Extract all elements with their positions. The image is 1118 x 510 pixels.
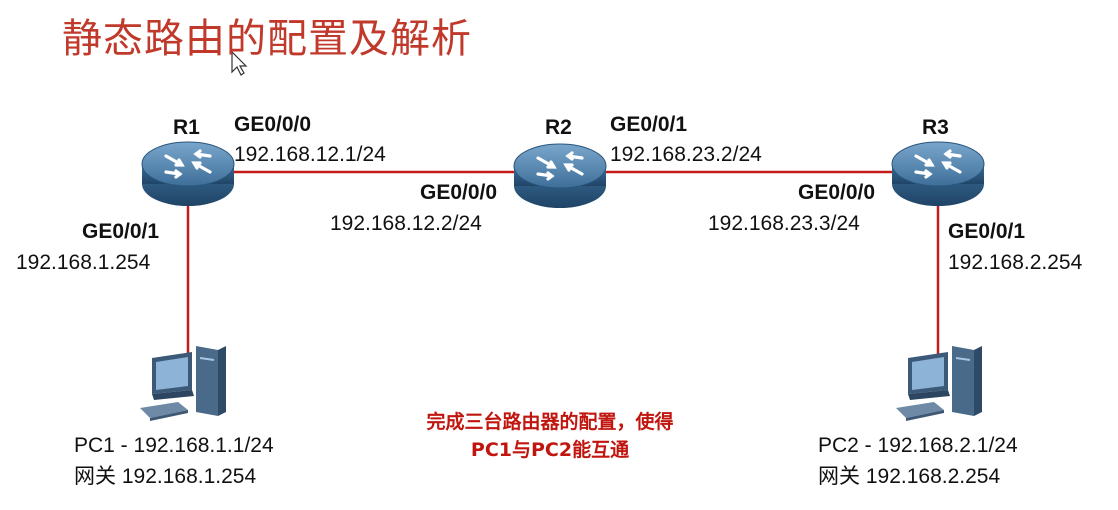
router-r3-name: R3	[922, 116, 949, 139]
router-r1-name: R1	[173, 116, 200, 139]
pc-icon	[895, 345, 983, 422]
task-note: 完成三台路由器的配置，使得 PC1与PC2能互通	[360, 408, 740, 464]
task-note-line2: PC1与PC2能互通	[470, 439, 630, 461]
r2-g000-ip: 192.168.12.2/24	[330, 212, 482, 235]
pc1-ip: PC1 - 192.168.1.1/24	[74, 434, 274, 457]
r2-g001-ip: 192.168.23.2/24	[610, 143, 762, 166]
pc1-gateway: 192.168.1.254	[121, 465, 257, 488]
r1-g000-port: GE0/0/0	[234, 113, 312, 136]
mouse-cursor-icon	[231, 50, 248, 76]
pc1-gateway-label: 网关	[74, 464, 116, 488]
pc2-gateway-row: 网关 192.168.2.254	[818, 461, 1018, 492]
pc2-label: PC2 - 192.168.2.1/24 网关 192.168.2.254	[818, 431, 1018, 492]
r1-g001-port: GE0/0/1	[82, 220, 160, 243]
pc1-label: PC1 - 192.168.1.1/24 网关 192.168.1.254	[74, 431, 274, 492]
pc2-ip: PC2 - 192.168.2.1/24	[818, 434, 1018, 457]
pc2-gateway: 192.168.2.254	[865, 465, 1001, 488]
router-icon	[512, 142, 608, 210]
r3-g000-ip: 192.168.23.3/24	[708, 212, 860, 235]
page-title: 静态路由的配置及解析	[62, 16, 472, 62]
pc1-gateway-row: 网关 192.168.1.254	[74, 461, 274, 492]
router-icon	[140, 140, 236, 208]
task-note-line1: 完成三台路由器的配置，使得	[426, 411, 674, 433]
router-icon	[890, 140, 986, 208]
r3-g001-ip: 192.168.2.254	[948, 251, 1083, 274]
r1-g001-ip: 192.168.1.254	[16, 251, 151, 274]
r2-g001-port: GE0/0/1	[610, 113, 688, 136]
r1-g000-ip: 192.168.12.1/24	[234, 143, 386, 166]
r2-g000-port: GE0/0/0	[420, 181, 498, 204]
pc2-gateway-label: 网关	[818, 464, 860, 488]
r3-g000-port: GE0/0/0	[798, 181, 876, 204]
pc-icon	[139, 345, 227, 422]
router-r2-name: R2	[545, 116, 572, 139]
r3-g001-port: GE0/0/1	[948, 220, 1026, 243]
